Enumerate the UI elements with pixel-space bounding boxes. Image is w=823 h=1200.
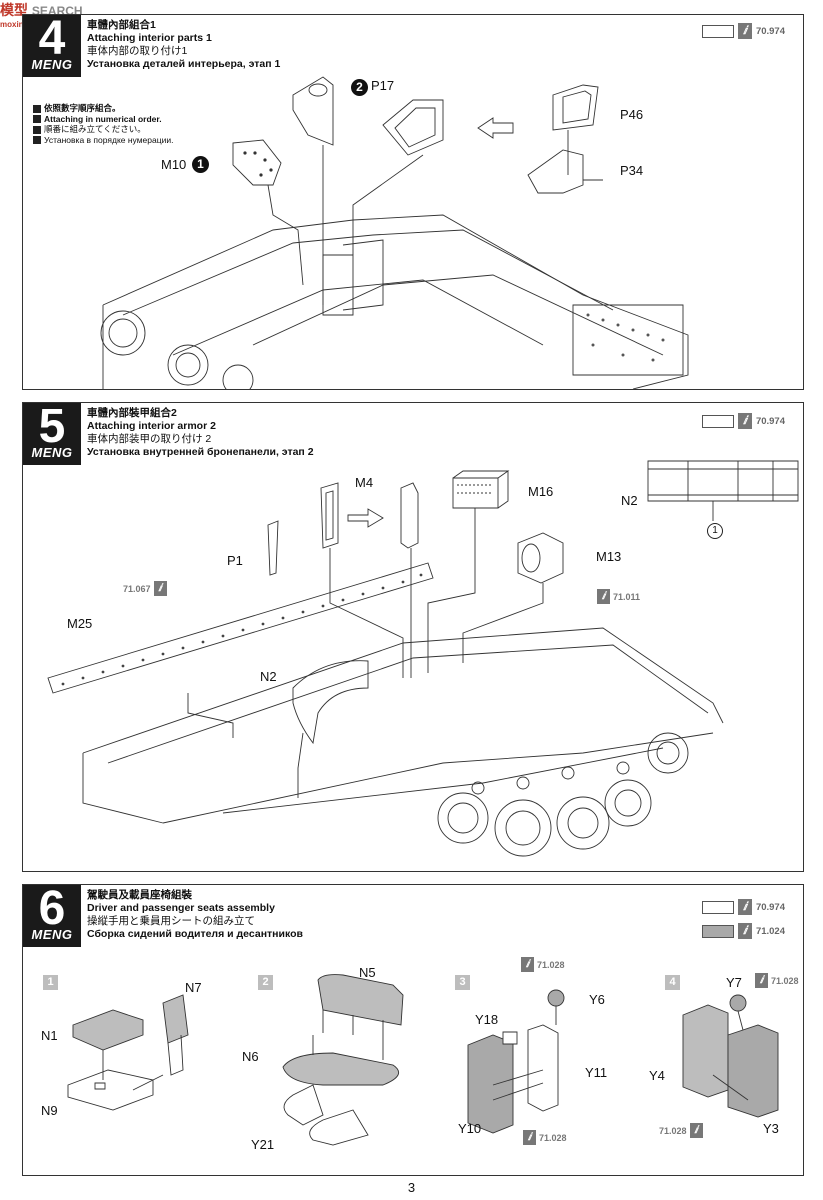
brush-icon: ⅈ (523, 1130, 536, 1145)
part-label-p46: P46 (620, 107, 644, 122)
part-label-n6: N6 (242, 1049, 259, 1064)
paint-tag-y10: ⅈ 71.028 (523, 1130, 567, 1145)
part-label-y18: Y18 (475, 1012, 499, 1027)
substep-2: 2 (258, 975, 273, 990)
part-label-p1: P1 (227, 553, 243, 568)
part-label-y7: Y7 (726, 975, 742, 990)
part-label-n1: N1 (41, 1028, 58, 1043)
substep-3: 3 (455, 975, 470, 990)
step-5-titles: 車體內部裝甲組合2 Attaching interior armor 2 車体内… (87, 407, 314, 459)
part-label-m16: M16 (528, 484, 554, 499)
paint-code: 70.974 (755, 901, 785, 913)
step-4-titles: 車體內部組合1 Attaching interior parts 1 車体内部の… (87, 19, 280, 71)
watermark-brand: 模型 (0, 2, 28, 18)
step-6-title-cn: 駕駛員及載員座椅組裝 (87, 889, 192, 901)
step-6-title-ru: Сборка сидений водителя и десантников (87, 928, 303, 940)
step-4-title-cn: 車體內部組合1 (87, 19, 156, 31)
part-label-m10: M10 (161, 157, 187, 172)
step-4-drawing (23, 15, 803, 389)
part-label-m25: M25 (67, 616, 93, 631)
part-label-p34: P34 (620, 163, 644, 178)
step-5-drawing (23, 403, 803, 871)
part-label-n2-detail: N2 (621, 493, 638, 508)
substep-4: 4 (665, 975, 680, 990)
part-label-n5: N5 (359, 965, 376, 980)
step-4-number: 4 (38, 12, 66, 65)
paint-swatch-white (701, 900, 734, 914)
order-note: 依照數字順序組合。 Attaching in numerical order. … (33, 103, 173, 145)
part-label-p17: P17 (371, 78, 395, 93)
step-6-logo: MENG (31, 927, 73, 942)
step-6-legend-gray: ⅈ 71.024 (701, 923, 785, 939)
flag-en-icon (33, 115, 41, 124)
paint-tag-m25: 71.067 ⅈ (123, 581, 167, 596)
page-number: 3 (407, 1180, 416, 1195)
part-label-y21: Y21 (251, 1137, 275, 1152)
part-label-n7: N7 (185, 980, 202, 995)
part-label-y6: Y6 (589, 992, 605, 1007)
step-5-logo: MENG (31, 445, 73, 460)
step-6-titles: 駕駛員及載員座椅組裝 Driver and passenger seats as… (87, 889, 303, 941)
paint-tag-y7: ⅈ 71.028 (755, 973, 799, 988)
part-label-y11: Y11 (585, 1065, 608, 1080)
step-4-title-en: Attaching interior parts 1 (87, 32, 212, 44)
part-label-n2: N2 (260, 669, 277, 684)
paint-code: 71.024 (755, 925, 785, 937)
paint-tag-m13: ⅈ 71.011 (597, 589, 640, 604)
brush-icon: ⅈ (521, 957, 534, 972)
m25-rivets (61, 573, 423, 686)
order-mark-1: 1 (192, 156, 209, 173)
step-5-title-cn: 車體內部裝甲組合2 (87, 407, 177, 419)
order-mark-2: 2 (351, 79, 368, 96)
part-label-m4: M4 (355, 475, 374, 490)
brush-icon: ⅈ (737, 923, 752, 939)
step-4-title-ru: Установка деталей интерьера, этап 1 (87, 58, 281, 70)
flag-ru-icon (33, 136, 41, 145)
step-6-badge: 6 MENG (23, 882, 81, 947)
step-4-panel: 4 MENG 車體內部組合1 Attaching interior parts … (22, 12, 804, 390)
step-5-badge: 5 MENG (23, 400, 81, 465)
step-6-number: 6 (38, 882, 66, 935)
step-6-panel: 6 MENG 駕駛員及載員座椅組裝 Driver and passenger s… (22, 882, 804, 1176)
brush-icon: ⅈ (597, 589, 610, 604)
flag-cn-icon (33, 104, 41, 113)
brush-icon: ⅈ (737, 23, 752, 39)
paint-tag-y3: 71.028 ⅈ (659, 1123, 703, 1138)
paint-tag-y6: ⅈ 71.028 (521, 957, 565, 972)
paint-swatch-gray (701, 924, 734, 938)
paint-code: 70.974 (755, 25, 785, 37)
paint-swatch-white (701, 24, 734, 38)
step-5-legend: ⅈ 70.974 (701, 413, 785, 429)
part-label-y3: Y3 (763, 1121, 779, 1136)
step-5-panel: 5 MENG 車體內部裝甲組合2 Attaching interior armo… (22, 400, 804, 872)
step-4-legend: ⅈ 70.974 (701, 23, 785, 39)
step-4-logo: MENG (31, 57, 73, 72)
brush-icon: ⅈ (737, 899, 752, 915)
brush-icon: ⅈ (689, 1123, 703, 1138)
step-4-title-jp: 車体内部の取り付け1 (87, 45, 188, 57)
paint-swatch-white (701, 414, 734, 428)
step-4-badge: 4 MENG (23, 12, 81, 77)
brush-icon: ⅈ (755, 973, 768, 988)
part-label-m13: M13 (596, 549, 622, 564)
part-label-n9: N9 (41, 1103, 58, 1118)
step-6-drawing (23, 885, 803, 1175)
part-label-y10: Y10 (458, 1121, 482, 1136)
brush-icon: ⅈ (737, 413, 752, 429)
part-label-y4: Y4 (649, 1068, 665, 1083)
step-6-title-en: Driver and passenger seats assembly (87, 902, 275, 914)
flag-jp-icon (33, 125, 41, 134)
substep-1: 1 (43, 975, 58, 990)
step-5-title-jp: 車体内部装甲の取り付け 2 (87, 433, 212, 445)
paint-code: 70.974 (755, 415, 785, 427)
step-6-title-jp: 操縦手用と乗員用シートの組み立て (87, 915, 255, 927)
step-6-legend-white: ⅈ 70.974 (701, 899, 785, 915)
step-5-title-en: Attaching interior armor 2 (87, 420, 216, 432)
brush-icon: ⅈ (153, 581, 167, 596)
detail-mark-1: 1 (707, 523, 723, 539)
step-5-number: 5 (38, 400, 66, 453)
step-5-title-ru: Установка внутренней бронепанели, этап 2 (87, 446, 314, 458)
